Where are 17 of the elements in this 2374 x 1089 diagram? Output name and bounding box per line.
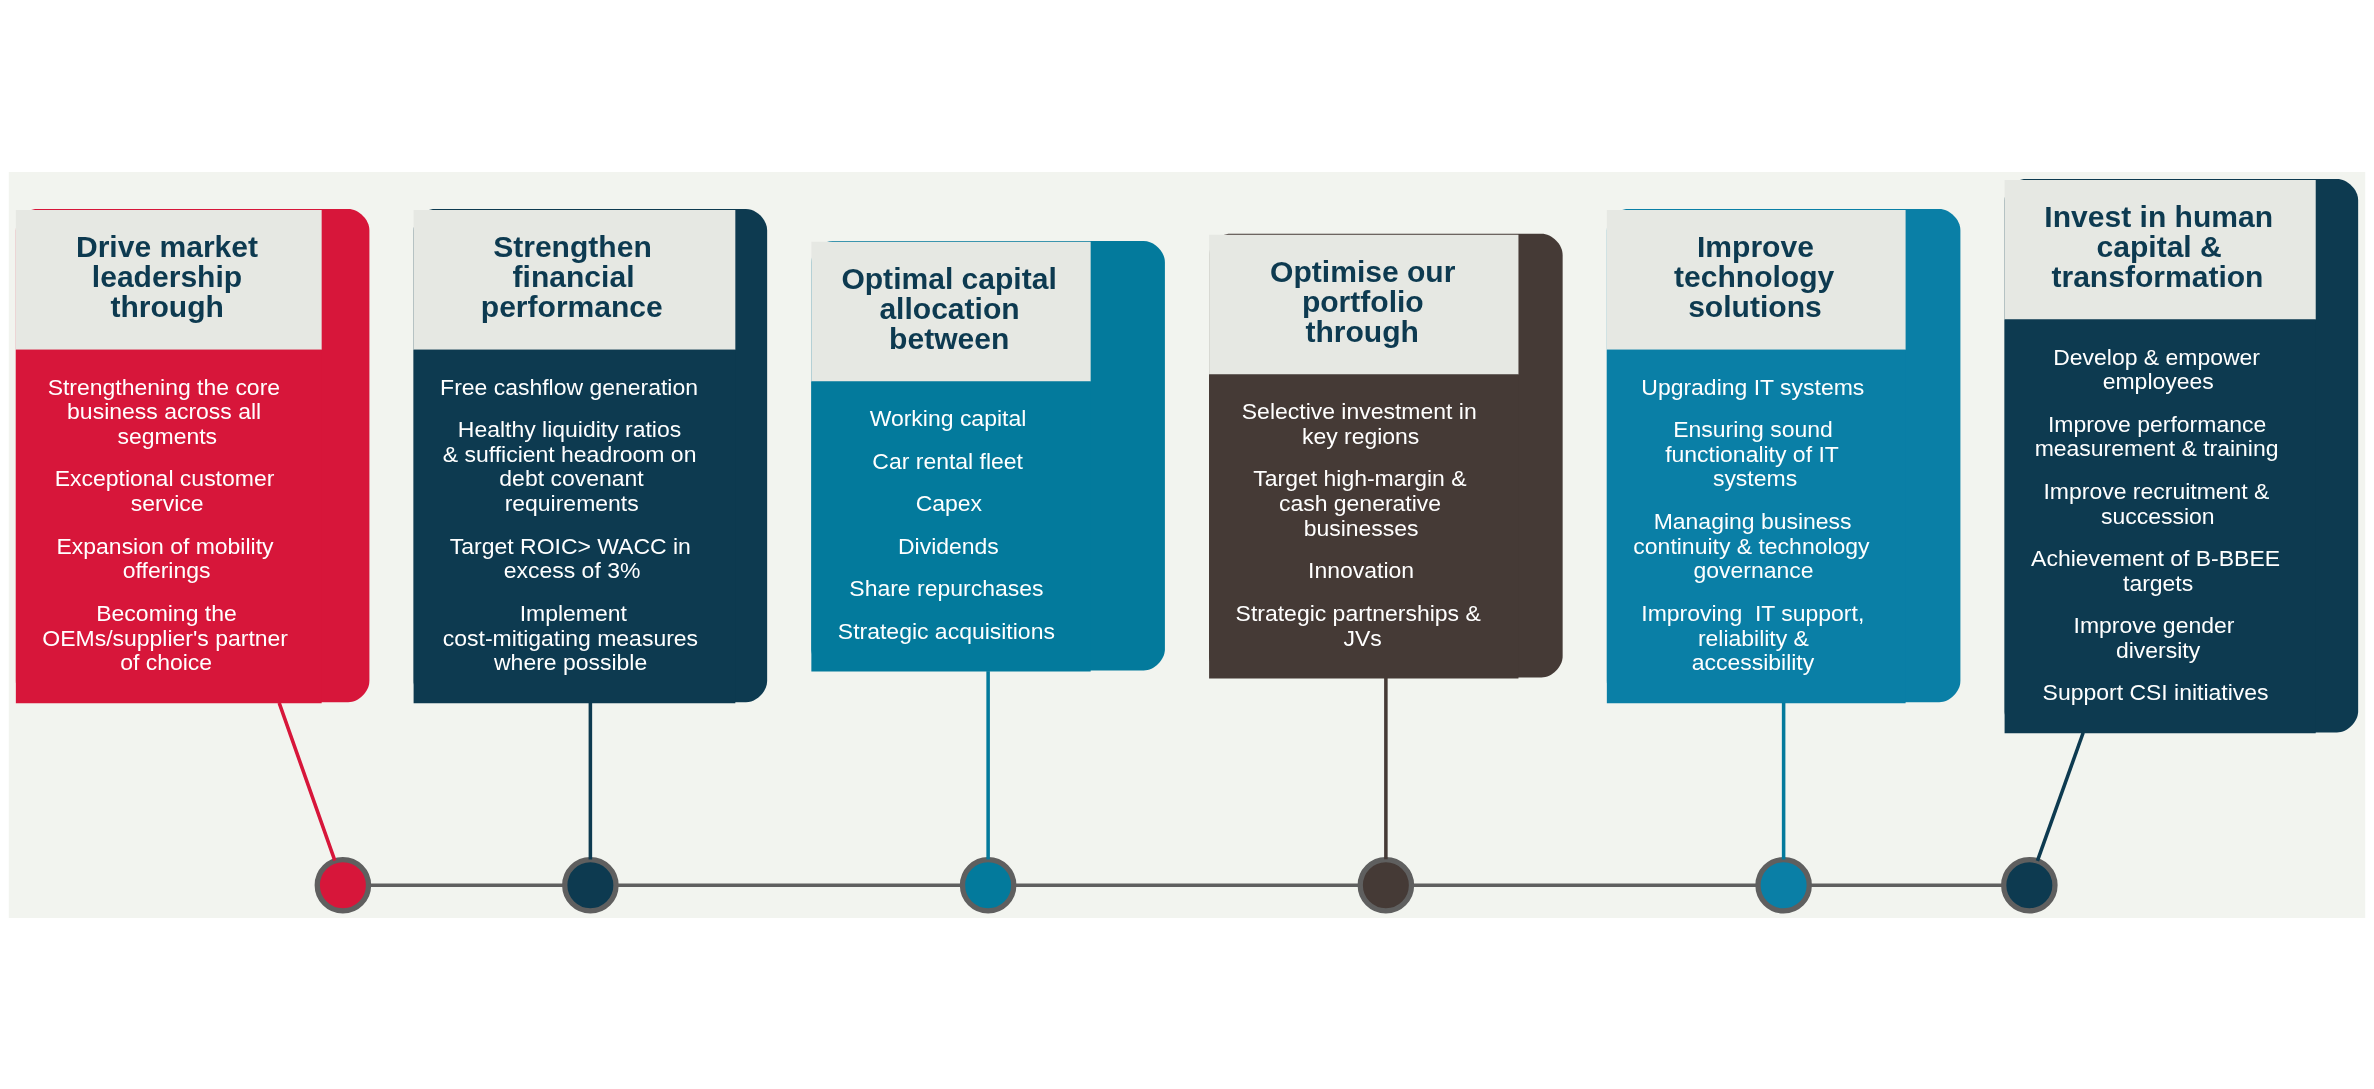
connector xyxy=(588,702,593,860)
connector xyxy=(1013,883,1360,887)
connector xyxy=(1411,883,1758,887)
connector xyxy=(616,883,962,887)
connector xyxy=(277,701,337,861)
connector xyxy=(986,670,990,859)
node-circle xyxy=(1357,856,1415,914)
connector xyxy=(1384,677,1388,859)
node-circle xyxy=(314,856,372,914)
connector xyxy=(2035,731,2085,862)
connector xyxy=(1781,702,1786,860)
node-circle xyxy=(2001,856,2058,914)
node-circle xyxy=(562,856,619,914)
node-circle xyxy=(1755,856,1812,914)
connector xyxy=(1809,883,2004,887)
connector xyxy=(369,883,565,887)
node-circle xyxy=(959,856,1017,914)
